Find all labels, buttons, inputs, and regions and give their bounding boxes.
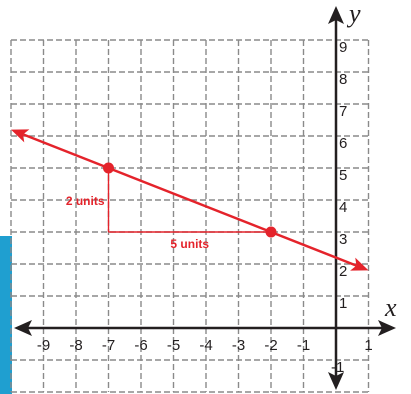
data-point xyxy=(265,226,277,238)
grid xyxy=(10,39,370,393)
series: 2 units 5 units xyxy=(11,129,369,271)
x-tick-label: -2 xyxy=(264,337,277,354)
x-tick-label: -3 xyxy=(232,337,245,354)
x-axis-label: x xyxy=(384,293,397,322)
y-tick-label: 1 xyxy=(339,295,347,312)
x-tick-label: -6 xyxy=(134,337,147,354)
x-axis-arrow-left xyxy=(14,320,32,336)
y-tick-labels: 1 2 3 4 5 6 7 8 9 -1 xyxy=(331,39,347,376)
y-tick-label: 2 xyxy=(339,263,347,280)
y-axis-arrow-up xyxy=(328,6,344,24)
side-bar xyxy=(0,236,12,394)
line-series xyxy=(22,133,357,267)
run-label: 5 units xyxy=(170,237,209,251)
y-axis-arrow-down xyxy=(328,372,344,390)
data-point xyxy=(103,162,114,174)
y-axis-label: y xyxy=(346,0,361,28)
x-tick-label: -1 xyxy=(297,337,310,354)
x-tick-label: 1 xyxy=(364,337,372,354)
line-arrow-left xyxy=(11,129,30,143)
y-tick-label: 3 xyxy=(339,231,347,248)
axes xyxy=(14,6,396,390)
x-tick-labels: -9 -8 -7 -6 -5 -4 -3 -2 -1 1 xyxy=(37,337,373,354)
x-tick-label: -9 xyxy=(37,337,50,354)
x-axis-arrow-right xyxy=(378,320,396,336)
y-tick-label: 6 xyxy=(339,135,347,152)
x-tick-label: -8 xyxy=(69,337,82,354)
y-tick-label: 5 xyxy=(339,167,347,184)
line-arrow-right xyxy=(350,257,369,271)
y-tick-label: 9 xyxy=(339,39,347,56)
y-tick-label: 7 xyxy=(339,103,347,120)
x-tick-label: -7 xyxy=(102,337,115,354)
y-tick-label: 8 xyxy=(339,71,347,88)
rise-label: 2 units xyxy=(66,194,105,208)
y-tick-label-negative: -1 xyxy=(331,359,344,376)
x-tick-label: -4 xyxy=(199,337,212,354)
x-tick-label: -5 xyxy=(167,337,180,354)
y-tick-label: 4 xyxy=(339,199,347,216)
